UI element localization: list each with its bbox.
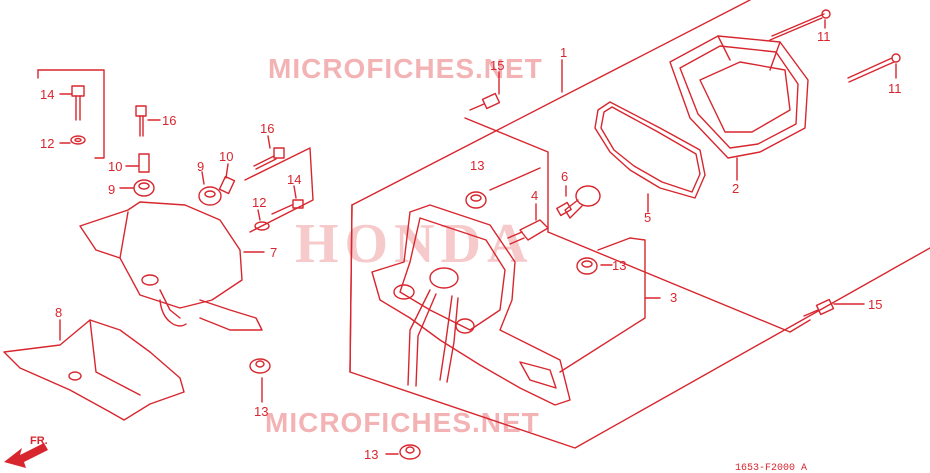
watermark-top: MICROFICHES.NET [268,53,543,84]
watermark-bottom: MICROFICHES.NET [265,407,540,438]
part-number-16-left: 16 [162,113,176,128]
part-number-15-right: 15 [868,297,882,312]
front-direction-arrow: FR. [4,435,48,468]
leader-lines-center [464,117,811,373]
grommet-low-left [249,358,271,374]
screw-lower-right [803,298,835,317]
part-number-11-upper: 11 [817,29,831,44]
collar-mid [218,175,236,195]
bolt-16-mid [253,147,285,170]
part-number-8: 8 [55,305,62,320]
part-number-3: 3 [670,290,677,305]
long-bolt-upper [769,9,831,41]
bolt-16-left [135,105,147,137]
bracket-group-left [37,69,105,159]
part-number-13-low: 13 [254,404,268,419]
part-number-1: 1 [560,45,567,60]
rubber-mid [198,186,222,206]
part-number-9-left: 9 [108,182,115,197]
part-number-13-bottom: 13 [364,447,378,462]
part-number-12-mid: 12 [252,195,266,210]
diagram-code: 1653-F2000 A [735,463,807,473]
assembly-frame [349,0,930,449]
bracket-group-mid [244,147,314,233]
lens-gasket [594,101,706,199]
screw-upper [469,92,501,111]
part-number-14-mid: 14 [287,172,301,187]
part-number-10-left: 10 [108,159,122,174]
part-number-7: 7 [270,245,277,260]
grommet-upper [465,191,487,209]
part-number-14-left: 14 [40,87,54,102]
part-number-6: 6 [561,169,568,184]
direction-label: FR. [30,435,48,447]
part-number-2: 2 [732,181,739,196]
part-number-15-upper: 15 [490,58,504,73]
license-bracket [3,319,185,421]
part-number-16-mid: 16 [260,121,274,136]
tail-light-lens [669,35,809,159]
part-number-12-left: 12 [40,136,54,151]
tail-light-base [371,204,571,406]
bolt-14-mid [271,199,304,215]
bolt-left [71,85,85,121]
grommet-right [576,257,598,275]
part-number-13-right: 13 [612,258,626,273]
rubber-left [133,179,155,197]
washer-left [70,135,86,145]
socket [507,219,549,245]
part-number-9-mid: 9 [197,159,204,174]
part-number-10-mid: 10 [219,149,233,164]
mounting-bracket [79,201,263,331]
collar-left [138,153,150,173]
callout-leaders [59,19,897,455]
part-number-13-upper: 13 [470,158,484,173]
part-number-4: 4 [531,188,538,203]
part-number-11-lower: 11 [888,81,902,96]
grommet-bottom [399,444,421,460]
long-bolt-lower [847,53,901,83]
part-number-5: 5 [644,210,651,225]
washer-mid [254,221,270,231]
bulb [556,185,601,219]
